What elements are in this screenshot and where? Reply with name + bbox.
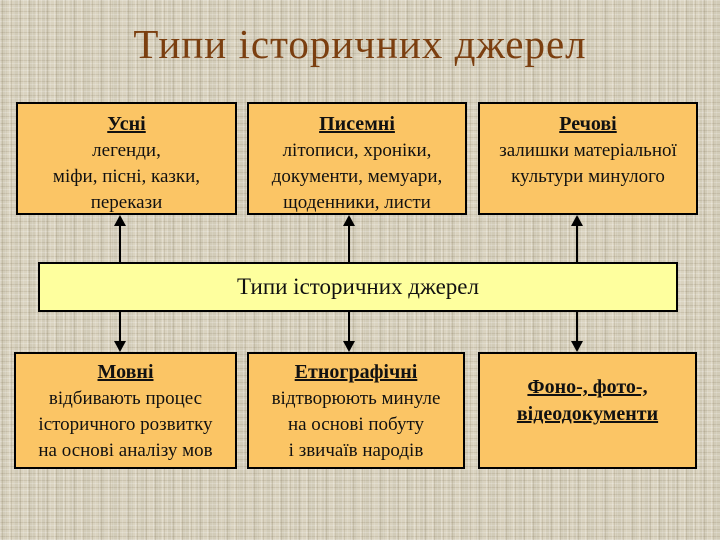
box-audio-photo-video-sources: Фоно-, фото-, відеодокументи	[478, 352, 697, 469]
down-arrow-middle	[343, 311, 355, 352]
box-linguistic-line: на основі аналізу мов	[38, 440, 213, 461]
down-arrow-left	[114, 311, 126, 352]
box-material-heading: Речові	[559, 113, 617, 135]
box-material-line: залишки матеріальної	[499, 140, 677, 161]
box-ethnographic-line: відтворюють минуле	[271, 388, 441, 409]
arrow-shaft	[348, 226, 350, 262]
box-linguistic-heading: Мовні	[97, 361, 154, 383]
box-material-line: культури минулого	[511, 166, 665, 187]
box-oral-line: легенди,	[92, 140, 161, 161]
arrowhead-up-icon	[343, 215, 355, 226]
down-arrow-right	[571, 311, 583, 352]
arrowhead-down-icon	[114, 341, 126, 352]
arrowhead-up-icon	[114, 215, 126, 226]
box-linguistic-line: відбивають процес	[48, 388, 203, 409]
box-ethnographic-line: і звичаїв народів	[288, 440, 424, 461]
arrow-shaft	[576, 226, 578, 262]
box-written-line: щоденники, листи	[283, 192, 431, 213]
slide-title: Типи історичних джерел	[133, 21, 587, 67]
box-written-heading: Писемні	[319, 113, 395, 135]
box-linguistic-sources: Мовні відбивають процес історичного розв…	[14, 352, 237, 469]
box-ethnographic-heading: Етнографічні	[294, 361, 418, 383]
center-box-label: Типи історичних джерел	[237, 274, 479, 299]
box-oral-heading: Усні	[107, 113, 146, 135]
box-written-line: документи, мемуари,	[271, 166, 443, 187]
arrow-shaft	[119, 311, 121, 341]
box-written-sources: Писемні літописи, хроніки, документи, ме…	[247, 102, 467, 215]
arrow-shaft	[576, 311, 578, 341]
box-ethnographic-line: на основі побуту	[287, 414, 425, 435]
box-ethnographic-sources: Етнографічні відтворюють минуле на основ…	[247, 352, 465, 469]
box-written-line: літописи, хроніки,	[282, 140, 432, 161]
box-oral-line: міфи, пісні, казки,	[52, 166, 201, 187]
box-material-sources: Речові залишки матеріальної культури мин…	[478, 102, 698, 215]
box-linguistic-line: історичного розвитку	[38, 414, 213, 435]
arrow-shaft	[348, 311, 350, 341]
arrowhead-down-icon	[571, 341, 583, 352]
arrowhead-up-icon	[571, 215, 583, 226]
up-arrow-middle	[343, 215, 355, 262]
up-arrow-left	[114, 215, 126, 262]
box-oral-line: перекази	[90, 192, 163, 213]
box-oral-sources: Усні легенди, міфи, пісні, казки, перека…	[16, 102, 237, 215]
arrow-shaft	[119, 226, 121, 262]
box-audio-heading-line1: Фоно-, фото-,	[527, 376, 648, 398]
up-arrow-right	[571, 215, 583, 262]
arrowhead-down-icon	[343, 341, 355, 352]
box-audio-heading-line2: відеодокументи	[516, 403, 659, 425]
center-box: Типи історичних джерел	[38, 262, 678, 312]
